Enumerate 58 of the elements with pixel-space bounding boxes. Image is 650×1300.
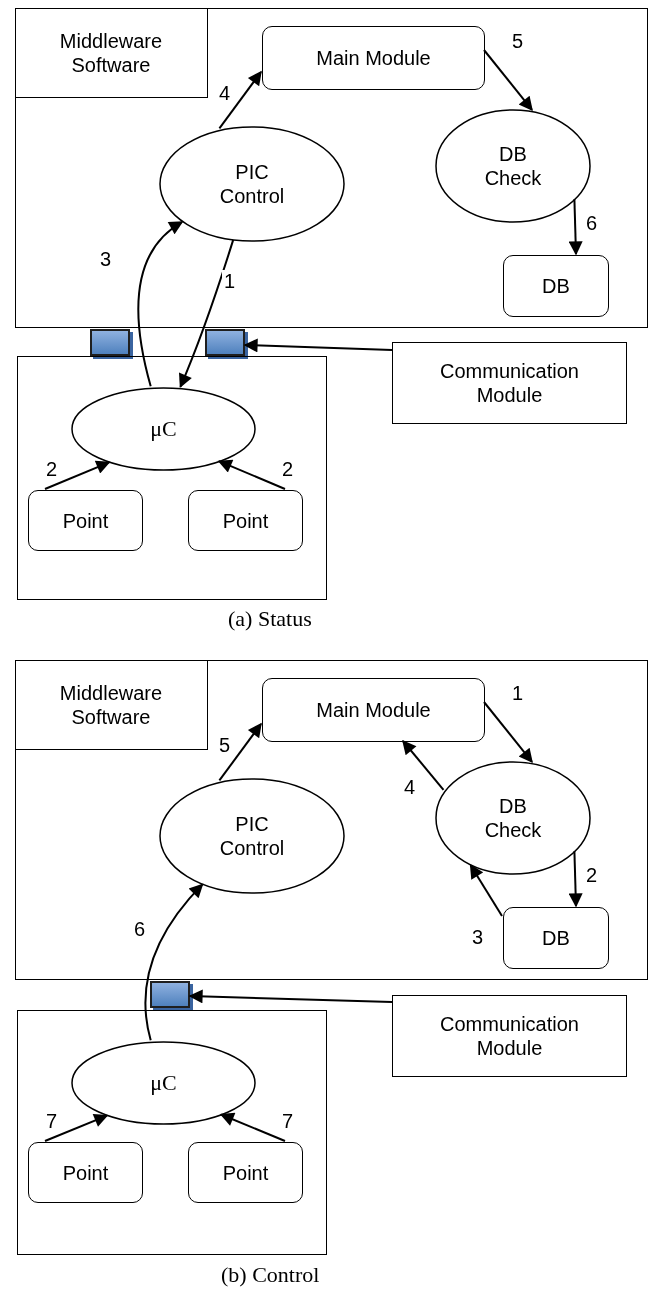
arrow	[218, 70, 262, 130]
process-box	[188, 490, 303, 551]
process-ellipse	[71, 1041, 256, 1125]
panel-title: Middleware Software	[14, 7, 208, 98]
process-box	[28, 1142, 143, 1203]
connector-port	[90, 329, 130, 356]
node-label: Point	[62, 508, 109, 533]
caption: (b) Control	[221, 1262, 320, 1288]
node-label: DB Check	[483, 142, 543, 190]
panel-title: Middleware Software	[14, 659, 208, 750]
node-label: PIC Control	[218, 812, 286, 860]
node-label: Point	[62, 1160, 109, 1185]
node-label: DB	[542, 926, 570, 950]
node-label: Point	[222, 508, 269, 533]
arrow	[483, 49, 533, 111]
arrow	[218, 722, 262, 782]
process-box	[503, 907, 609, 969]
process-box	[503, 255, 609, 317]
arrow	[144, 883, 204, 1042]
node-label: Main Module	[316, 698, 431, 722]
node-label: PIC Control	[218, 160, 286, 208]
process-ellipse	[159, 126, 345, 242]
caption: (a) Status	[228, 606, 312, 632]
node-label: DB	[542, 274, 570, 298]
node-label: Communication Module	[439, 359, 580, 407]
node-label: DB Check	[483, 794, 543, 842]
arrow	[188, 989, 393, 1004]
arrow	[402, 739, 445, 791]
arrow	[243, 338, 393, 353]
arrow	[217, 459, 286, 490]
node-label: Point	[222, 1160, 269, 1185]
process-ellipse	[159, 778, 345, 894]
node-label: μC	[150, 1069, 177, 1097]
process-box	[262, 678, 485, 742]
process-box	[188, 1142, 303, 1203]
arrow	[483, 701, 533, 763]
connector-port	[150, 981, 190, 1008]
box	[17, 1010, 327, 1255]
node-label: Main Module	[316, 46, 431, 70]
arrow	[568, 850, 583, 908]
panel-frame	[15, 8, 648, 328]
arrow	[44, 1113, 109, 1142]
node-label: μC	[150, 415, 177, 443]
module-box	[392, 995, 627, 1077]
process-box	[262, 26, 485, 90]
arrow	[469, 864, 503, 917]
arrow	[178, 238, 235, 389]
arrow	[219, 1112, 286, 1142]
panel-frame	[15, 660, 648, 980]
arrow	[568, 198, 583, 256]
process-box	[28, 490, 143, 551]
node-label: Communication Module	[439, 1012, 580, 1060]
arrow	[44, 460, 111, 490]
connector-port	[205, 329, 245, 356]
process-ellipse	[71, 387, 256, 471]
box	[17, 356, 327, 600]
module-box	[392, 342, 627, 424]
arrow	[137, 221, 184, 388]
